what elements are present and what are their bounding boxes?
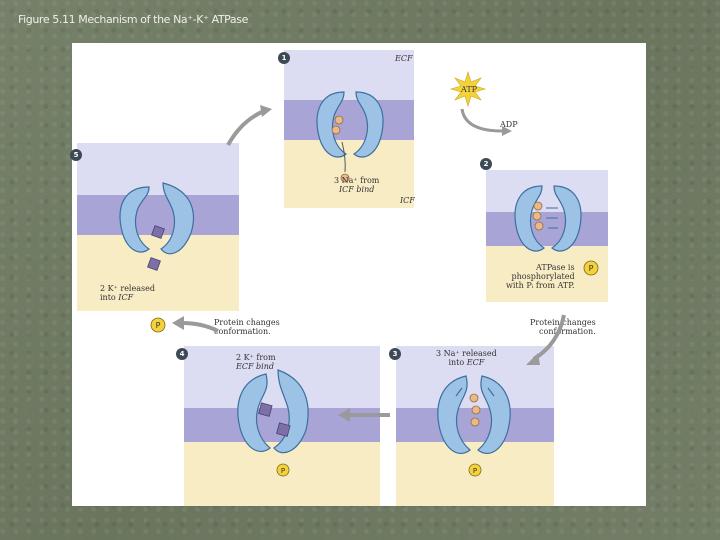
atp-label: ATP <box>461 85 478 94</box>
atp-to-adp-arrow <box>460 108 512 136</box>
atp-star-icon <box>450 71 486 107</box>
svg-text:P: P <box>473 467 477 475</box>
phosphate-icon-step-2: P <box>583 260 599 276</box>
arrow-2-to-3 <box>526 314 566 365</box>
adp-label: ADP <box>500 120 518 129</box>
ecf-label: ECF <box>395 54 413 63</box>
arrow-3-to-4 <box>338 408 390 422</box>
step-1-panel <box>284 50 414 208</box>
slide-title: Figure 5.11 Mechanism of the Na⁺-K⁺ ATPa… <box>18 13 248 26</box>
step-1-illustration <box>284 50 414 208</box>
step-2-badge: 2 <box>480 158 492 170</box>
arrow-4-to-5 <box>172 316 219 333</box>
step-4-panel: P <box>184 346 380 506</box>
step-4-badge: 4 <box>176 348 188 360</box>
icf-label: ICF <box>400 196 415 205</box>
step-3-panel: P <box>396 346 554 506</box>
step-3-badge: 3 <box>389 348 401 360</box>
step-3-illustration: P <box>396 346 554 506</box>
step-5-badge: 5 <box>70 149 82 161</box>
step-5-panel <box>77 143 239 311</box>
arrow-5-to-1 <box>226 105 272 146</box>
svg-text:P: P <box>589 264 594 273</box>
svg-text:P: P <box>156 321 161 330</box>
step-5-illustration <box>77 143 239 311</box>
phosphate-released-icon: P <box>150 317 166 333</box>
svg-text:P: P <box>281 467 285 475</box>
step-1-badge: 1 <box>278 52 290 64</box>
step-4-illustration: P <box>184 346 380 506</box>
